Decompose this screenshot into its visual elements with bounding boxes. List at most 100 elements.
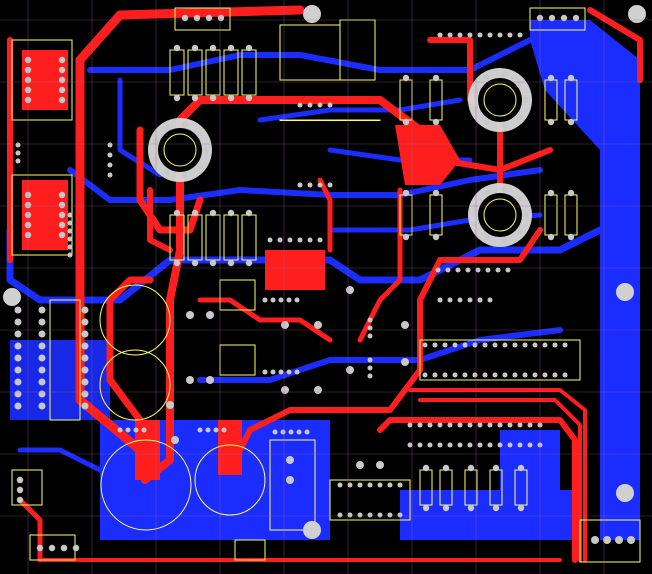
pad [307, 102, 313, 108]
pad [367, 357, 373, 363]
pad [272, 429, 278, 435]
pad [38, 306, 46, 314]
pad [193, 14, 201, 22]
bottom-trace-8 [17, 447, 103, 473]
pad [402, 233, 410, 241]
silk-connector-bottom-right [579, 519, 641, 563]
pad [447, 442, 453, 448]
pad [615, 536, 623, 544]
pad [15, 142, 21, 148]
pad [197, 427, 203, 433]
pad [245, 44, 253, 52]
pad [227, 209, 235, 217]
tube-socket-1 [148, 118, 212, 182]
pad [367, 317, 373, 323]
top-copper-pad-ml [22, 180, 68, 250]
pad [377, 482, 383, 488]
top-copper-pad-tl [22, 50, 68, 110]
pad [542, 372, 548, 378]
pad [294, 369, 300, 375]
pad [552, 342, 558, 348]
pad [245, 94, 253, 102]
pad [196, 130, 203, 137]
pad [522, 342, 528, 348]
pad [562, 342, 568, 348]
pad [523, 212, 529, 218]
pad [286, 456, 294, 464]
pad [14, 342, 22, 350]
pad [58, 221, 66, 229]
silk-big-cap-2 [194, 444, 266, 516]
pad [206, 311, 214, 319]
pad [497, 422, 503, 428]
pad [186, 376, 194, 384]
pad [209, 44, 217, 52]
pad [117, 427, 123, 433]
pad [280, 429, 286, 435]
pad [217, 14, 225, 22]
silk-outline-line [279, 119, 381, 121]
pad [81, 402, 89, 410]
pad [467, 32, 473, 38]
pad [387, 512, 393, 518]
pad [221, 427, 227, 433]
pad [432, 74, 440, 82]
pad [427, 422, 433, 428]
top-trace-3 [141, 96, 424, 484]
pad [437, 297, 443, 303]
pad [484, 189, 490, 196]
tube-socket-3 [468, 183, 532, 247]
pad [547, 74, 555, 82]
pad [467, 504, 475, 512]
pad [552, 372, 558, 378]
pad [14, 330, 22, 338]
pad [457, 297, 463, 303]
bottom-copper-pour-mid-right [500, 430, 560, 500]
pad [472, 372, 478, 378]
pad [432, 233, 440, 241]
pad [357, 482, 363, 488]
pad [152, 138, 159, 145]
pad [203, 147, 209, 153]
pad [367, 482, 373, 488]
bottom-copper-pour-lower-right [400, 490, 580, 540]
pad [367, 325, 373, 331]
pad [317, 237, 323, 243]
pad [567, 189, 575, 197]
pad [337, 512, 343, 518]
pad [397, 512, 403, 518]
pad [81, 354, 89, 362]
pad [337, 482, 343, 488]
pad [397, 482, 403, 488]
pad [186, 311, 194, 319]
mounting-holes [3, 5, 646, 539]
pad [307, 237, 313, 243]
pad [516, 80, 523, 87]
pad [262, 297, 268, 303]
pad [346, 286, 354, 294]
bottom-trace-1 [6, 226, 604, 304]
pad [107, 142, 113, 148]
pad [484, 74, 490, 81]
pad [227, 94, 235, 102]
pad [14, 354, 22, 362]
top-trace-4 [106, 276, 154, 424]
pad [287, 237, 293, 243]
top-copper-pad-reg [265, 250, 325, 290]
pad [547, 189, 555, 197]
pad [67, 212, 73, 218]
top-trace-10 [408, 388, 587, 562]
top-trace-1 [75, 5, 305, 65]
pad [297, 237, 303, 243]
pad [477, 422, 483, 428]
pad [14, 306, 22, 314]
silk-cap-vertical [269, 439, 316, 531]
pad [314, 386, 322, 394]
pad [437, 422, 443, 428]
pad [245, 259, 253, 267]
pad [497, 442, 503, 448]
mounting-hole-bottom-right [616, 484, 634, 502]
silk-resistor-array [419, 339, 581, 381]
